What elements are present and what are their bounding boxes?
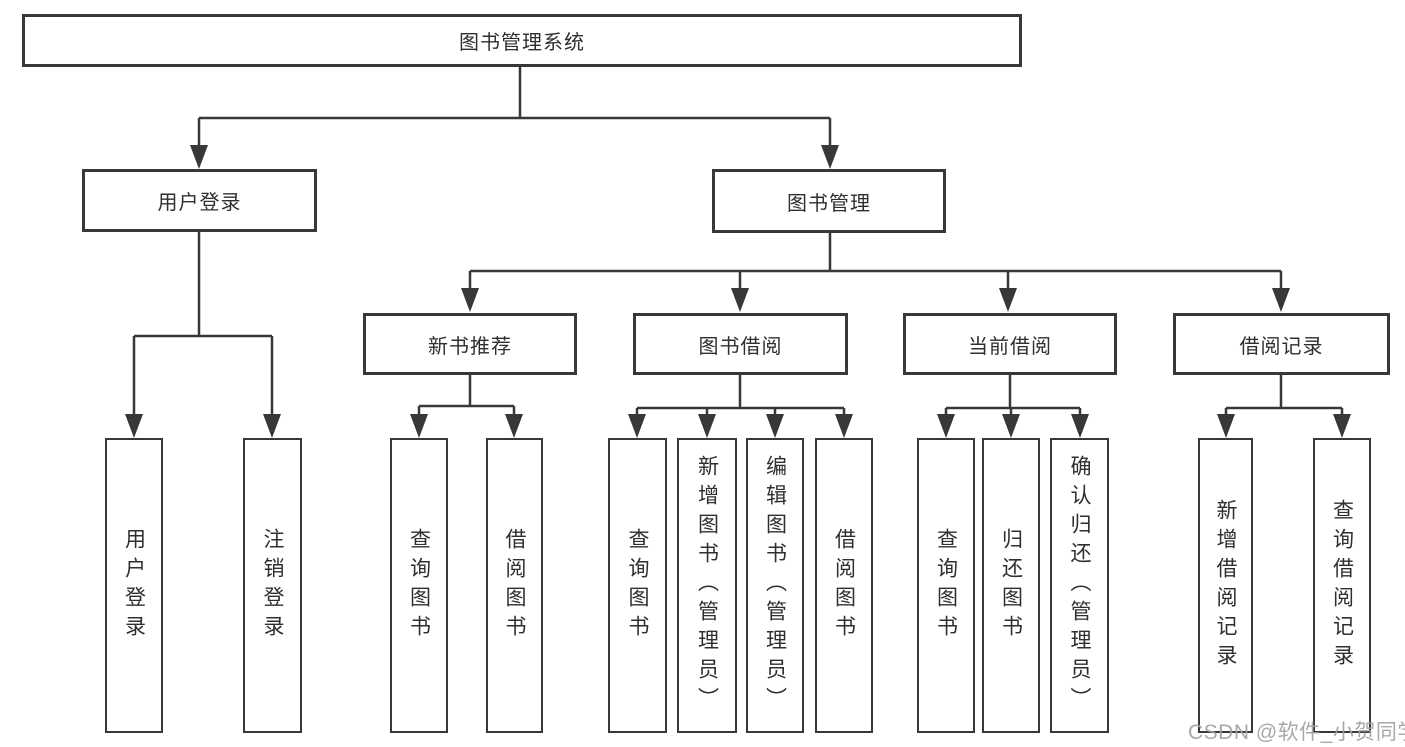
node-current-borrow-label: 当前借阅 — [968, 335, 1052, 358]
leaf-add-borrow-record-label: 新增借阅记录 — [1214, 498, 1237, 673]
node-new-book-recommend: 新书推荐 — [363, 313, 577, 375]
node-library-system: 图书管理系统 — [22, 14, 1022, 67]
leaf-edit-book-admin-label: 编辑图书（管理员） — [763, 455, 787, 716]
node-new-book-recommend-label: 新书推荐 — [428, 335, 512, 358]
node-user-login: 用户登录 — [82, 169, 317, 232]
leaf-add-borrow-record: 新增借阅记录 — [1198, 438, 1253, 733]
node-library-system-label: 图书管理系统 — [459, 32, 585, 54]
leaf-add-book-admin: 新增图书（管理员） — [677, 438, 737, 733]
leaf-confirm-return-admin-label: 确认归还（管理员） — [1068, 455, 1091, 716]
node-borrow-records: 借阅记录 — [1173, 313, 1390, 375]
leaf-borrow-books: 借阅图书 — [815, 438, 873, 733]
leaf-query-borrow-record-label: 查询借阅记录 — [1330, 498, 1354, 673]
node-book-borrow-label: 图书借阅 — [698, 335, 783, 358]
leaf-return-book-label: 归还图书 — [999, 527, 1023, 644]
node-book-management: 图书管理 — [712, 169, 946, 233]
leaf-query-borrow-record: 查询借阅记录 — [1313, 438, 1371, 733]
node-borrow-records-label: 借阅记录 — [1239, 335, 1324, 358]
leaf-add-book-admin-label: 新增图书（管理员） — [695, 455, 719, 716]
connector-path — [132, 67, 1344, 417]
leaf-borrow-books-recommend: 借阅图书 — [486, 438, 543, 733]
leaf-query-books-current: 查询图书 — [917, 438, 975, 733]
leaf-borrow-books-recommend-label: 借阅图书 — [503, 527, 526, 644]
node-book-management-label: 图书管理 — [787, 192, 871, 215]
leaf-borrow-books-label: 借阅图书 — [832, 527, 856, 644]
leaf-edit-book-admin: 编辑图书（管理员） — [746, 438, 804, 733]
leaf-query-books-borrow: 查询图书 — [608, 438, 667, 733]
leaf-return-book: 归还图书 — [982, 438, 1040, 733]
leaf-logout: 注销登录 — [243, 438, 302, 733]
node-book-borrow: 图书借阅 — [633, 313, 848, 375]
leaf-query-books-recommend: 查询图书 — [390, 438, 448, 733]
leaf-user-login: 用户登录 — [105, 438, 163, 733]
leaf-user-login-label: 用户登录 — [122, 527, 146, 644]
leaf-query-books-recommend-label: 查询图书 — [407, 527, 431, 644]
leaf-query-books-borrow-label: 查询图书 — [626, 527, 649, 644]
node-user-login-label: 用户登录 — [157, 192, 242, 214]
watermark: CSDN @软件_小贺同学 — [1188, 721, 1405, 744]
leaf-confirm-return-admin: 确认归还（管理员） — [1050, 438, 1109, 733]
leaf-query-books-current-label: 查询图书 — [934, 527, 958, 644]
arrowheads — [125, 145, 1351, 438]
leaf-logout-label: 注销登录 — [261, 527, 284, 644]
node-current-borrow: 当前借阅 — [903, 313, 1117, 375]
